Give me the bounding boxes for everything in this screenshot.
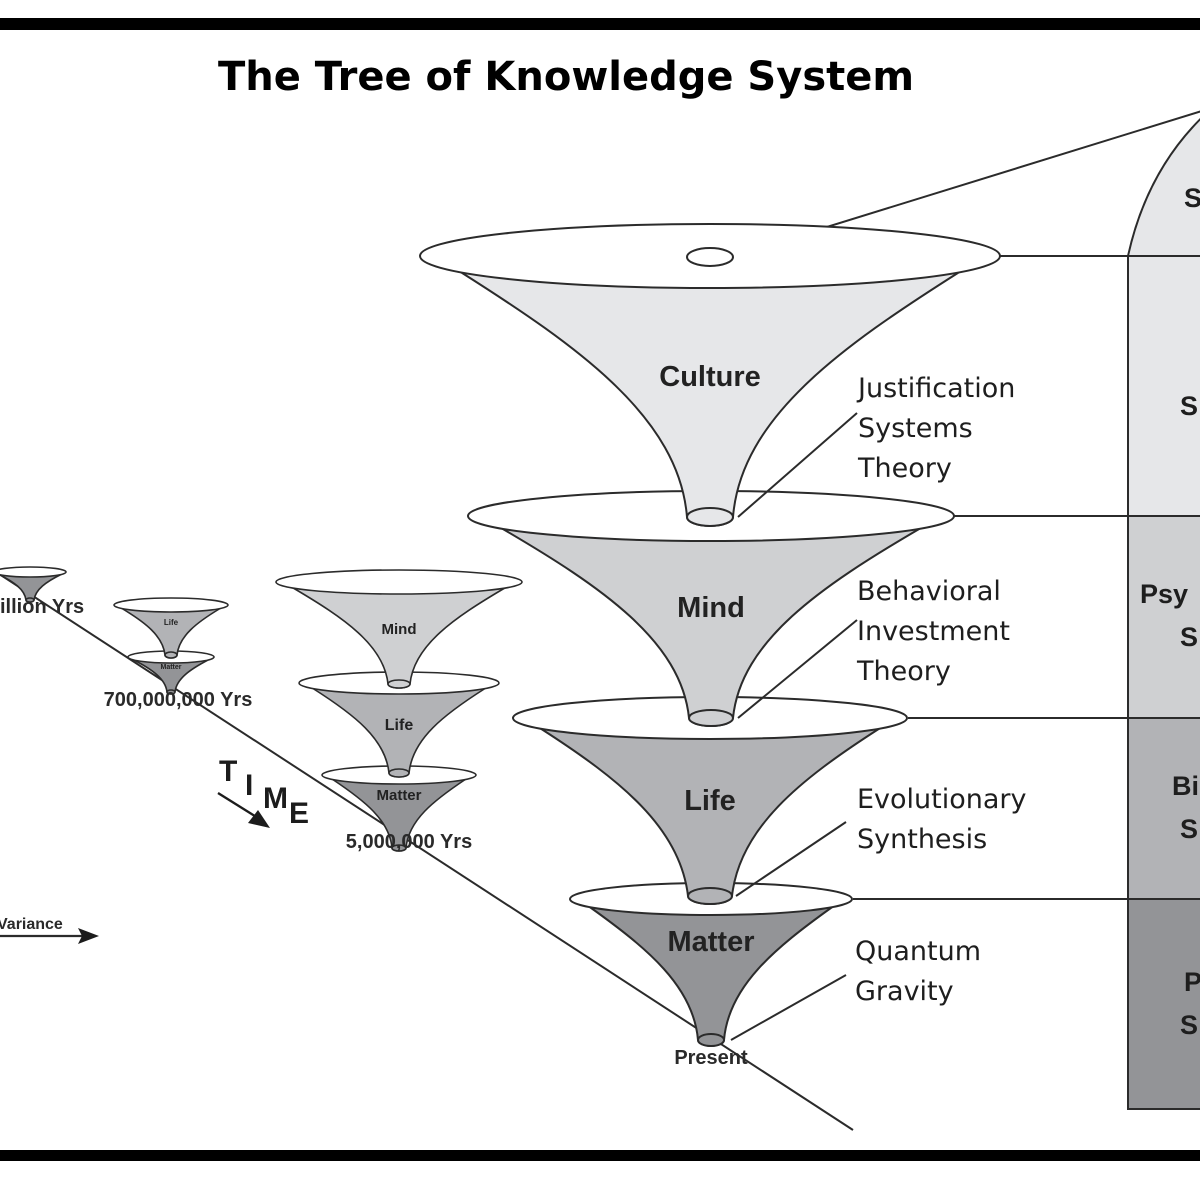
culture-opening-ellipse bbox=[686, 247, 734, 267]
past-funnel-mind bbox=[275, 569, 523, 689]
past-funnel-life-rim bbox=[113, 597, 229, 613]
science-cell-label: P bbox=[1184, 967, 1200, 997]
theory-leader-line bbox=[737, 412, 858, 518]
era-label: illion Yrs bbox=[0, 596, 84, 618]
theory-leader-line bbox=[737, 619, 858, 719]
theory-label-line: Quantum bbox=[855, 936, 981, 967]
past-funnel-matter bbox=[0, 566, 67, 603]
past-funnel-label: Life bbox=[164, 618, 179, 627]
theory-label-line: Evolutionary bbox=[857, 784, 1027, 815]
past-funnel-life-neck bbox=[388, 768, 410, 778]
past-funnel-label: Life bbox=[385, 717, 414, 734]
time-arrow-head-icon bbox=[248, 810, 270, 828]
theory-label-line: Theory bbox=[857, 453, 952, 484]
funnel-life-neck bbox=[687, 887, 733, 905]
past-funnel-life-neck bbox=[164, 651, 178, 659]
funnel-label-mind: Mind bbox=[677, 592, 745, 624]
past-funnel-mind-rim bbox=[275, 569, 523, 595]
science-cell-label: S bbox=[1184, 183, 1200, 213]
past-stack-1: illion Yrs bbox=[0, 566, 84, 618]
frame-top-border bbox=[0, 18, 1200, 30]
theory-label-line: Investment bbox=[857, 616, 1010, 647]
theory-leader-line bbox=[730, 974, 847, 1041]
variance-arrow-head-icon bbox=[78, 928, 99, 944]
science-cell-label: S bbox=[1180, 391, 1198, 421]
funnel-mind-neck bbox=[688, 709, 734, 727]
diagram-title: The Tree of Knowledge System bbox=[218, 54, 914, 100]
past-stack-3: Matter Life Mind 5,000,000 Yrs bbox=[275, 569, 523, 853]
past-funnel-matter-neck bbox=[166, 689, 176, 695]
time-letter: I bbox=[245, 769, 253, 802]
past-funnel-mind-neck bbox=[387, 679, 411, 689]
era-label: 5,000,000 Yrs bbox=[346, 831, 472, 853]
past-funnel-label: Mind bbox=[382, 621, 417, 638]
past-funnel-matter-neck bbox=[25, 597, 35, 603]
past-funnel-matter-neck bbox=[391, 844, 407, 852]
science-cell-label: Psy bbox=[1140, 579, 1188, 609]
science-cell-label: S bbox=[1180, 1010, 1198, 1040]
past-funnel-matter bbox=[321, 765, 477, 852]
science-cell-social bbox=[1127, 255, 1200, 517]
past-funnel-mind-body bbox=[292, 587, 506, 689]
past-funnel-matter-rim bbox=[0, 566, 67, 578]
past-funnel-life bbox=[113, 597, 229, 659]
funnel-label-culture: Culture bbox=[659, 361, 761, 393]
theory-label-line: Synthesis bbox=[857, 824, 987, 855]
era-label: 700,000,000 Yrs bbox=[104, 689, 253, 711]
theory-leader-line bbox=[735, 821, 847, 897]
time-arrow-shaft bbox=[217, 791, 259, 820]
funnel-label-matter: Matter bbox=[667, 926, 754, 958]
science-cell-psychology bbox=[1127, 515, 1200, 719]
funnel-matter-neck bbox=[697, 1033, 725, 1047]
past-funnel-label: Matter bbox=[160, 664, 181, 671]
theory-labels: JustificationSystemsTheoryBehavioralInve… bbox=[730, 373, 1027, 1041]
past-funnel-label: Matter bbox=[376, 787, 421, 804]
theory-label-line: Behavioral bbox=[857, 576, 1001, 607]
science-cell-culture-dome bbox=[1126, 118, 1200, 257]
time-letter: E bbox=[289, 797, 309, 830]
past-stack-2: Matter Life 700,000,000 Yrs bbox=[104, 597, 253, 711]
science-cell-label: S bbox=[1180, 814, 1198, 844]
science-cell-biological bbox=[1127, 717, 1200, 900]
past-funnel-life-body bbox=[121, 607, 221, 659]
funnel-matter bbox=[569, 882, 853, 1047]
theory-label-line: Gravity bbox=[855, 976, 954, 1007]
science-cell-physical bbox=[1127, 898, 1200, 1110]
time-letter: T bbox=[219, 755, 237, 788]
funnel-culture-neck bbox=[686, 507, 734, 527]
era-label-present: Present bbox=[674, 1047, 748, 1069]
time-letter: M bbox=[263, 782, 288, 815]
funnel-label-life: Life bbox=[684, 785, 736, 817]
theory-label-line: Theory bbox=[856, 656, 951, 687]
frame-bottom-border bbox=[0, 1150, 1200, 1161]
variance-label: Variance bbox=[0, 916, 63, 933]
science-cell-label: Bi bbox=[1172, 771, 1199, 801]
theory-label-line: Systems bbox=[858, 413, 973, 444]
science-cell-label: S bbox=[1180, 622, 1198, 652]
theory-label-line: Justification bbox=[856, 373, 1015, 404]
